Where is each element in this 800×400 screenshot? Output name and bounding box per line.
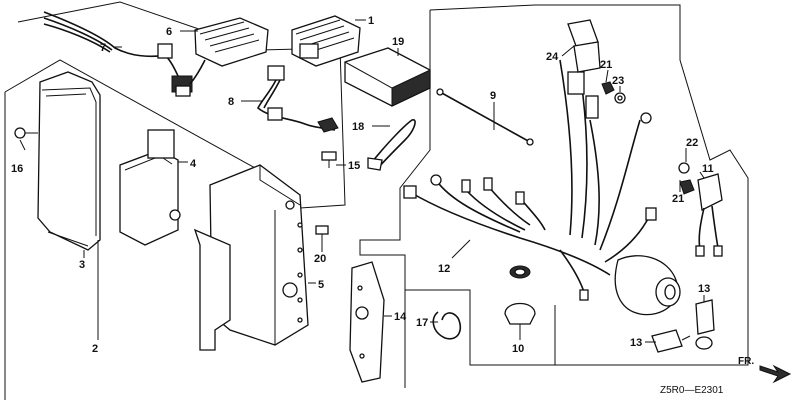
group-frame-bottom — [405, 289, 555, 366]
callout-19: 19 — [392, 36, 404, 48]
part-10-clamp — [504, 265, 536, 325]
callout-17: 17 — [416, 317, 428, 329]
callout-24: 24 — [546, 51, 559, 63]
part-4-bracket — [119, 129, 181, 246]
part-24-fuse-holder — [567, 19, 601, 73]
callout-9: 9 — [490, 90, 496, 102]
callout-13-upper: 13 — [698, 283, 710, 295]
part-19-module — [344, 47, 431, 107]
callout-21-bottom: 21 — [672, 193, 684, 205]
part-21-nut-top — [601, 81, 615, 95]
callout-21-top: 21 — [600, 59, 612, 71]
part-9-rod — [436, 88, 534, 146]
part-20-screw — [315, 225, 329, 246]
part-8-harness — [257, 65, 339, 133]
callout-14: 14 — [394, 311, 407, 323]
part-21-nut-bottom — [679, 179, 695, 195]
callout-1: 1 — [368, 15, 374, 27]
part-12-main-harness — [403, 59, 657, 301]
ignition-switch — [614, 255, 681, 316]
callout-20: 20 — [314, 253, 326, 265]
group-frame-right-top — [429, 4, 749, 366]
callout-7: 7 — [100, 42, 106, 54]
part-13-key-upper — [695, 299, 715, 350]
part-23-washer — [614, 92, 626, 104]
part-11-relay — [695, 173, 723, 257]
drawing-code: Z5R0—E2301 — [660, 385, 724, 396]
callout-3: 3 — [79, 259, 85, 271]
leader-lines — [19, 19, 705, 343]
part-6-regulator — [189, 17, 269, 85]
part-18-strap — [367, 119, 416, 171]
front-arrow — [759, 364, 792, 384]
group-frame-right — [359, 10, 431, 388]
callout-4: 4 — [190, 158, 197, 170]
callout-8: 8 — [228, 96, 234, 108]
callout-22: 22 — [686, 137, 698, 149]
callout-11: 11 — [702, 163, 714, 175]
callout-6: 6 — [166, 26, 172, 38]
callout-23: 23 — [612, 75, 624, 87]
callout-10: 10 — [512, 343, 524, 355]
callout-2: 2 — [92, 343, 98, 355]
part-22-washer — [678, 162, 690, 174]
part-13-key-lower — [651, 329, 691, 353]
callout-labels: 1 2 3 4 5 6 7 8 9 10 11 12 13 13 14 15 1… — [11, 15, 714, 355]
callout-13-lower: 13 — [630, 337, 642, 349]
part-1-regulator — [291, 15, 361, 67]
front-marker-label: FR. — [738, 356, 754, 367]
part-7-harness — [43, 11, 193, 97]
callout-16: 16 — [11, 163, 23, 175]
group-frame-left-top — [4, 59, 256, 169]
part-15-bolt — [321, 151, 337, 168]
callout-12: 12 — [438, 263, 450, 275]
part-3-cover — [37, 71, 101, 251]
part-16-screw — [14, 127, 38, 139]
callout-18: 18 — [352, 121, 364, 133]
part-14-plate — [349, 261, 385, 383]
part-5-housing — [193, 164, 309, 351]
callout-5: 5 — [318, 279, 324, 291]
callout-15: 15 — [348, 160, 360, 172]
part-17-clip — [432, 311, 462, 340]
